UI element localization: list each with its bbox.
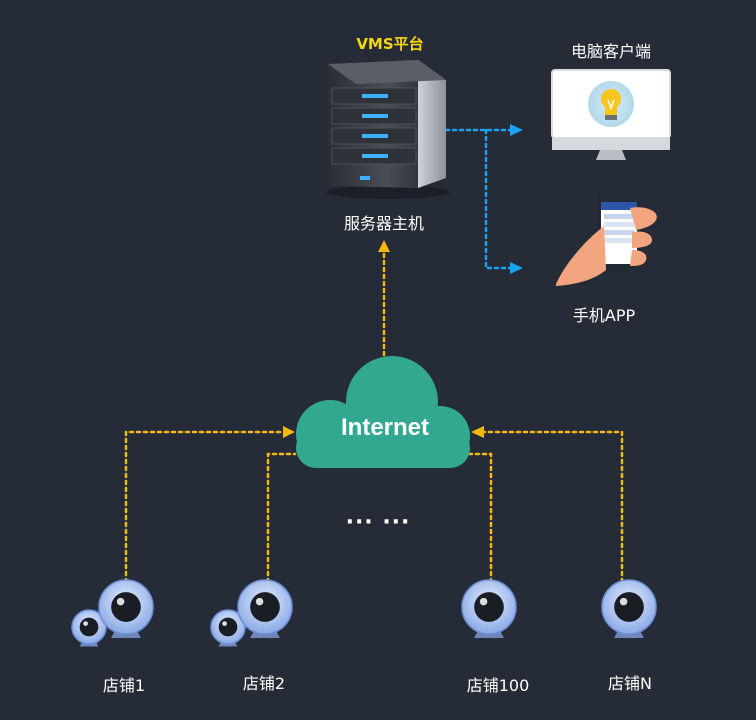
link-store1: [124, 430, 286, 584]
client-links: [444, 128, 514, 270]
store-label-n: 店铺N: [608, 674, 652, 693]
server-icon: [326, 60, 450, 199]
platform-title: VMS平台: [356, 35, 424, 53]
monitor-icon: [551, 69, 671, 160]
link-storeN: [480, 430, 624, 584]
cloud-label: Internet: [340, 414, 430, 441]
link-store100: [468, 452, 493, 584]
mobile-client-label: 手机APP: [572, 306, 636, 325]
link-mobile: [484, 128, 514, 270]
arrow-storeN: [471, 426, 484, 438]
arrow-store1: [283, 426, 295, 438]
pc-client-label: 电脑客户端: [570, 42, 652, 61]
client-link-arrows: [510, 124, 523, 274]
camera-icon-storeN: [601, 579, 657, 639]
camera-icon-store100: [461, 579, 517, 639]
store-label-2: 店铺2: [242, 674, 286, 693]
link-store2: [266, 452, 297, 584]
ellipsis: ··· ···: [345, 510, 411, 535]
camera-icon-store1-small: [71, 609, 107, 647]
store-label-1: 店铺1: [102, 676, 146, 695]
camera-icon-store2: [237, 579, 293, 639]
arrow-mobile: [510, 262, 523, 274]
camera-icons: [71, 579, 657, 647]
camera-icon-store1: [98, 579, 154, 639]
camera-icon-store2-small: [210, 609, 246, 647]
phone-icon: [556, 194, 657, 286]
store-label-100: 店铺100: [466, 676, 530, 695]
server-label: 服务器主机: [343, 214, 425, 233]
arrow-pc: [510, 124, 523, 136]
store-links: [124, 248, 624, 584]
arrow-server: [378, 240, 390, 252]
store-link-arrows: [283, 240, 484, 438]
cloud-icon: [296, 356, 470, 468]
